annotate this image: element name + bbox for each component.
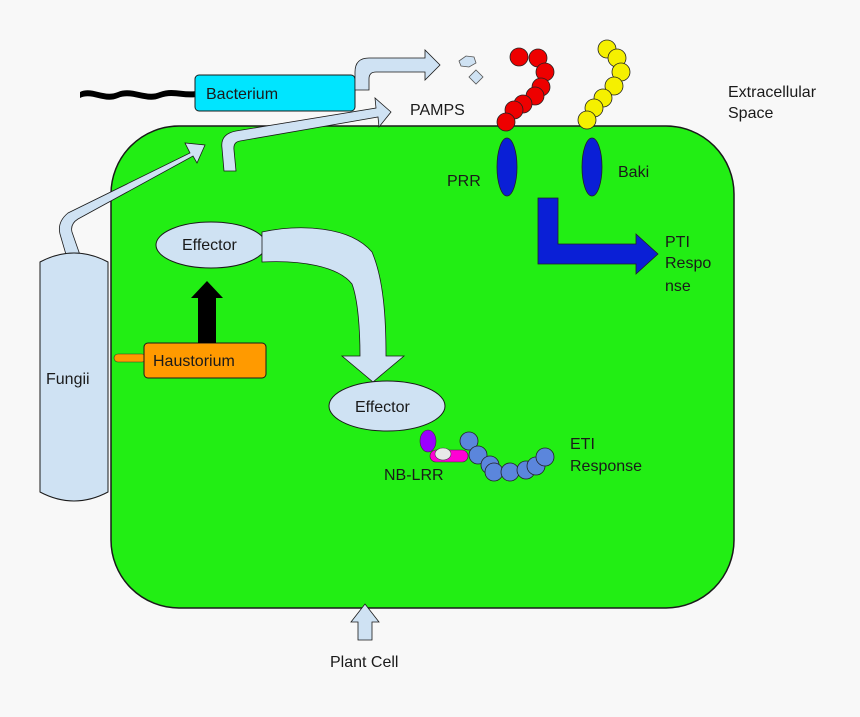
- pamp-diamond: [468, 69, 484, 85]
- extracellular-label-line2: Space: [728, 105, 773, 122]
- bacterium-to-pamps-arrow: [354, 49, 441, 91]
- pamps-molecules: [458, 55, 484, 85]
- pti-label-line3: nse: [665, 278, 691, 295]
- nb-lrr-purple-domain: [419, 429, 437, 453]
- yellow-ligand-chain: [577, 39, 631, 130]
- fungii-label: Fungii: [46, 371, 90, 388]
- prr-receptor: [496, 137, 518, 197]
- pti-response-arrow: [537, 197, 659, 275]
- prr-label: PRR: [447, 173, 481, 190]
- bacterium-label: Bacterium: [206, 86, 278, 103]
- effector-bottom: Effector: [328, 380, 446, 432]
- pamps-label: PAMPS: [410, 102, 465, 119]
- red-ligand-chain: [496, 47, 555, 132]
- cell-to-pamps-arrow: [221, 97, 392, 172]
- bacterium-flagellum: [80, 89, 196, 100]
- effector-bottom-label: Effector: [355, 399, 411, 416]
- bacterium: Bacterium: [194, 74, 356, 112]
- haustorium-to-effector-arrow: [191, 281, 223, 343]
- haustorium-label: Haustorium: [153, 353, 235, 370]
- nb-lrr-complex: [419, 429, 469, 463]
- eti-label-line1: ETI: [570, 436, 595, 453]
- haustorium-connector: [113, 353, 147, 363]
- blue-eti-chain: [459, 431, 555, 482]
- fungii: Fungii: [39, 252, 109, 502]
- effector-top-label: Effector: [182, 237, 238, 254]
- pti-label-line2: Respo: [665, 255, 711, 272]
- fungii-to-cell-arrow: [58, 142, 206, 259]
- extracellular-label-line1: Extracellular: [728, 84, 817, 101]
- pamp-hexagon: [458, 55, 477, 68]
- eti-label-line2: Response: [570, 458, 642, 475]
- pti-label-line1: PTI: [665, 234, 690, 251]
- plant-cell-arrow: [350, 603, 380, 641]
- nb-lrr-label: NB-LRR: [384, 467, 444, 484]
- effector-transport-arrow: [261, 227, 406, 383]
- plant-cell-label: Plant Cell: [330, 654, 398, 671]
- haustorium: Haustorium: [143, 342, 267, 379]
- nb-lrr-white-domain: [434, 447, 452, 461]
- effector-top: Effector: [155, 221, 267, 269]
- baki-receptor: [581, 137, 603, 197]
- baki-label: Baki: [618, 164, 649, 181]
